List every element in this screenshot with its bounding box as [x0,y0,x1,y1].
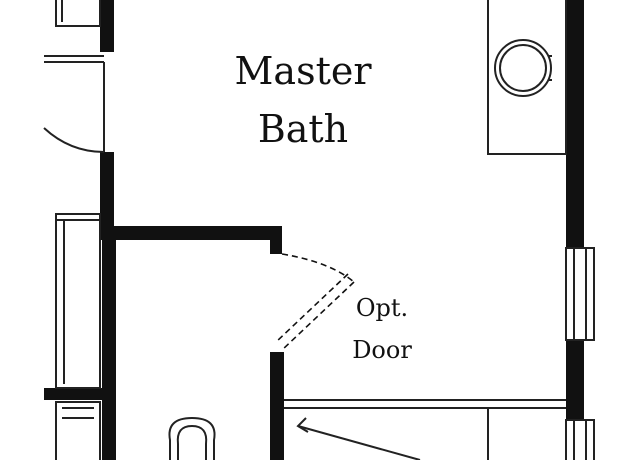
vanity-counter [487,0,567,155]
wall-lower-left-stub [44,388,104,400]
wall-closet-stub [270,226,282,254]
vanity [487,0,567,155]
opt-door-swing [275,253,355,351]
wall-left-lower [102,240,116,460]
right-window [565,247,595,460]
sink-icon [494,39,552,97]
wall-left-mid [100,152,114,240]
labels: Master Bath Opt. Door [235,49,413,364]
opt-door-label-line2: Door [352,336,412,364]
room-label-master: Master [235,49,373,93]
left-lower-cabinet [55,401,101,460]
room-label-bath: Bath [258,107,348,151]
toilet-icon [168,416,216,460]
wall-right-lower [566,340,584,420]
opt-door-arc [281,253,355,283]
left-window-frame [55,213,101,389]
opt-door-leaf-a [281,281,355,351]
wall-closet-right [270,352,284,460]
opt-door-label-line1: Opt. [356,294,408,322]
wall-right-upper [566,0,584,248]
left-top-cabinet [55,0,101,27]
wall-left-upper [100,0,114,52]
shower-diagonal [297,425,421,460]
door-swing-left [43,127,105,153]
sink-bowl-inner [499,44,547,92]
shower-arrow [296,417,309,433]
shower [284,399,566,460]
wall-closet-top [100,226,282,240]
walls [44,0,584,460]
left-thin-lines [43,0,105,460]
opt-door-leaf-b [275,273,349,343]
right-lower-window [565,419,595,460]
